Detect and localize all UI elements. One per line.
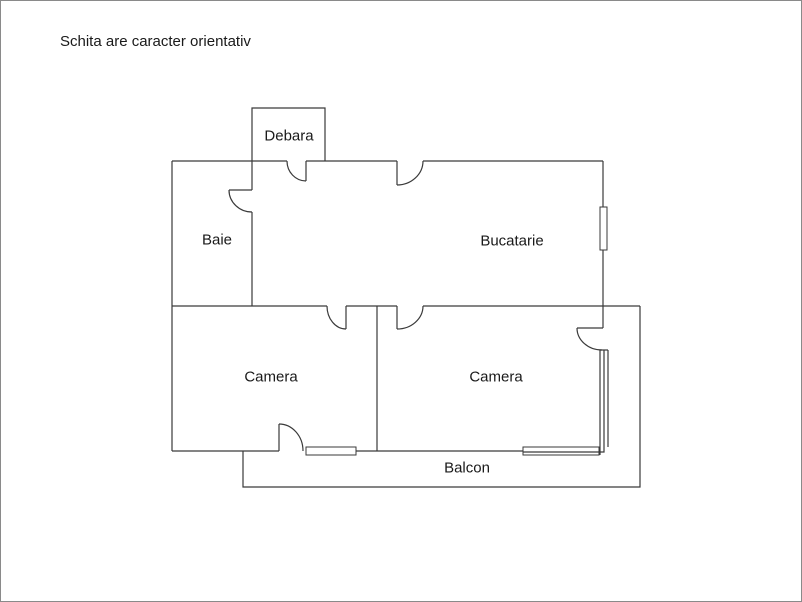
kitchen-right-wall	[577, 161, 608, 329]
camera-left-door	[326, 305, 347, 330]
balcony-outline	[242, 306, 641, 488]
room-label-bucatarie: Bucatarie	[480, 232, 544, 250]
room-label-balcon: Balcon	[444, 459, 490, 477]
camera-right-corner	[522, 327, 609, 456]
camera-bottom-walls	[172, 423, 523, 456]
corner-window-bottom	[522, 446, 600, 456]
kitchen-entry-door	[396, 160, 424, 186]
kitchen-window	[599, 206, 608, 251]
room-label-camera-left: Camera	[244, 368, 298, 386]
debara-door	[286, 160, 307, 182]
room-label-baie: Baie	[201, 231, 233, 249]
camera-right-door	[396, 305, 424, 330]
disclaimer-note: Schita are caracter orientativ	[60, 33, 251, 50]
debara-walls	[251, 107, 326, 161]
baie-divider	[228, 161, 253, 306]
room-label-camera-right: Camera	[469, 368, 523, 386]
room-label-debara: Debara	[264, 127, 314, 145]
balcony-door-window-left	[305, 446, 357, 456]
